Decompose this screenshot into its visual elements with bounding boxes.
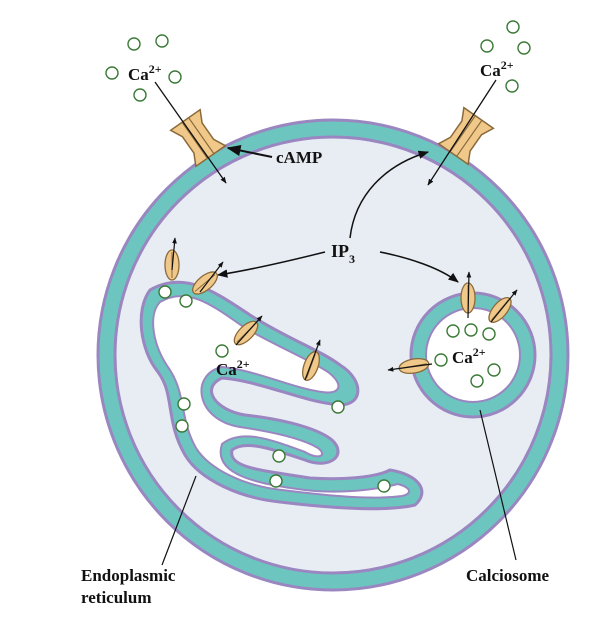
calciosome-efflux-arrow: [490, 289, 518, 323]
ip3-gated-channel: [437, 106, 495, 166]
er-leader-line: [161, 475, 197, 566]
ca-ion: [168, 70, 182, 84]
calciosome-efflux-arrow: [387, 363, 433, 372]
ca-ion: [434, 353, 448, 367]
calcium-ions: [105, 20, 531, 493]
ca-ion: [269, 474, 283, 488]
ca-ion: [331, 400, 345, 414]
camp-label: cAMP: [276, 148, 322, 167]
calciosome-channel: [460, 271, 476, 319]
ca-ion: [177, 397, 191, 411]
er-label: Endoplasmic: [81, 566, 176, 585]
ca-ion: [506, 20, 520, 34]
ip3-to-calciosome-arrow: [379, 251, 459, 283]
ip3-to-er-arrow: [216, 251, 326, 278]
ca-ion: [482, 327, 496, 341]
er-efflux-arrow: [304, 339, 321, 381]
ca-ion: [480, 39, 494, 53]
ca-ion: [377, 479, 391, 493]
ip3-to-channel-arrow: [349, 150, 430, 239]
ca-ion: [446, 324, 460, 338]
ca-ion: [272, 449, 286, 463]
ca-ion: [105, 66, 119, 80]
ca-label-calciosome: Ca2+: [452, 345, 486, 367]
ca-ion: [487, 363, 501, 377]
calciosome-label: Calciosome: [466, 566, 550, 585]
er-channel: [302, 351, 320, 381]
ca-ion: [155, 34, 169, 48]
ca-ion: [133, 88, 147, 102]
ca-ion: [127, 37, 141, 51]
ca-ion: [179, 294, 193, 308]
er-channel: [164, 237, 180, 281]
ca-ion: [505, 79, 519, 93]
ca-influx-arrow-left: [154, 81, 227, 184]
ip3-label: IP3: [331, 241, 355, 266]
calciosome-leader-line: [479, 409, 517, 561]
ca-influx-arrow-right: [427, 79, 497, 186]
ca-ion: [175, 419, 189, 433]
ca-ion: [158, 285, 172, 299]
er-label-line2: reticulum: [81, 588, 152, 607]
ca-ion: [464, 323, 478, 337]
er-efflux-arrow: [199, 261, 224, 293]
ca-label-outside-right: Ca2+: [480, 58, 514, 80]
ca-label-outside-left: Ca2+: [128, 62, 162, 84]
ca-label-er: Ca2+: [216, 357, 250, 379]
er-efflux-arrow: [235, 315, 263, 346]
ca-ion: [215, 344, 229, 358]
ca-ion: [517, 41, 531, 55]
camp-arrow: [226, 145, 273, 158]
ca-ion: [470, 374, 484, 388]
